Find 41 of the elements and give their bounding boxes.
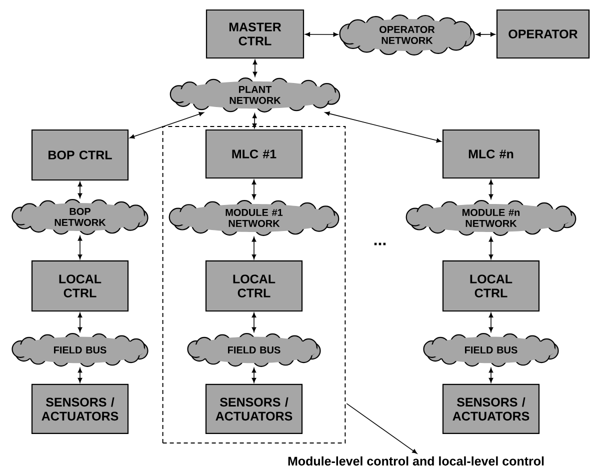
arrow [488,236,494,260]
arrow [488,180,494,200]
arrow [78,236,82,260]
arrow [78,312,82,332]
network-cloud: FIELD BUS [187,332,321,367]
control-box: BOP CTRL [31,129,129,181]
ellipsis: ... [374,242,386,246]
network-cloud: FIELD BUS [12,332,148,367]
arrow [476,32,496,37]
arrow [346,403,418,454]
arrow [305,32,338,37]
control-box: LOCAL CTRL [205,260,303,312]
caption-text: Module-level control and local-level control [288,456,544,466]
network-cloud: OPERATOR NETWORK [339,14,475,56]
control-box: MLC #1 [205,129,303,179]
control-box: OPERATOR [496,9,590,59]
network-cloud: FIELD BUS [423,332,559,367]
arrow [78,182,82,198]
arrow [78,368,82,383]
network-cloud: MODULE #n NETWORK [406,200,576,236]
control-box: LOCAL CTRL [442,260,540,312]
arrow [252,312,256,332]
network-cloud: BOP NETWORK [12,198,148,235]
arrow [488,368,494,383]
control-box: SENSORS / ACTUATORS [442,384,540,434]
arrow [130,112,204,139]
control-box: MASTER CTRL [206,9,304,59]
control-box: SENSORS / ACTUATORS [205,384,303,434]
control-box: LOCAL CTRL [31,260,129,312]
arrow [252,368,256,383]
arrow [252,180,256,200]
network-cloud: MODULE #1 NETWORK [168,200,340,236]
control-box: MLC #n [442,129,540,179]
control-box: SENSORS / ACTUATORS [31,384,129,434]
dashed-frame [162,126,346,444]
arrow [252,60,258,77]
arrow [488,312,494,332]
arrow [252,113,257,128]
arrow [324,111,442,143]
arrow [252,236,256,260]
network-cloud: PLANT NETWORK [170,78,340,112]
